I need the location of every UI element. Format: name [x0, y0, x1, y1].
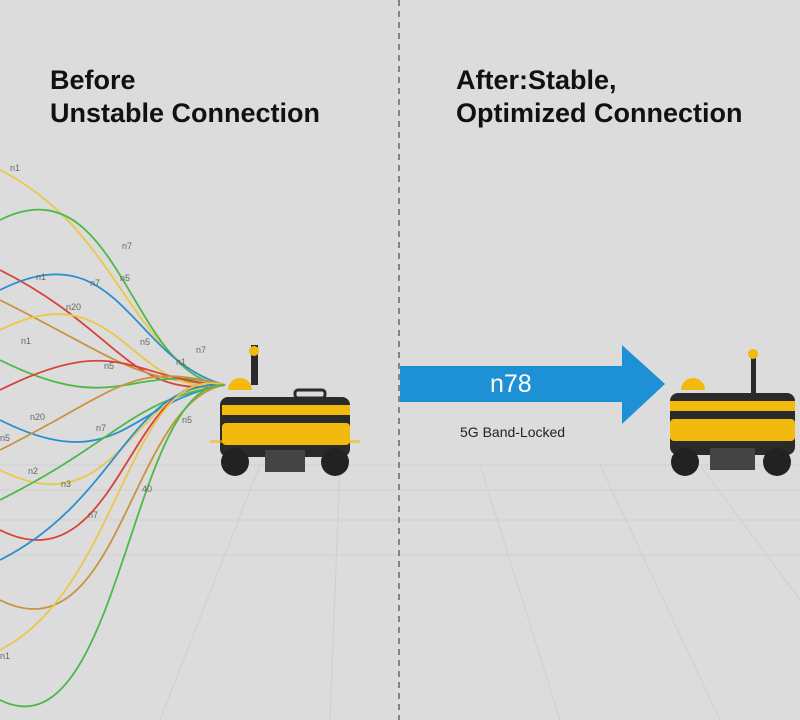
signal-label: n7 — [90, 278, 100, 288]
signal-label: n3 — [61, 479, 71, 489]
signal-label: n7 — [88, 510, 98, 520]
signal-line — [0, 384, 226, 501]
signal-line — [0, 208, 226, 386]
signal-line — [0, 273, 226, 386]
robot-after — [670, 349, 795, 476]
signal-line — [0, 382, 226, 651]
after-title: After:Stable, Optimized Connection — [456, 64, 743, 130]
signal-label: n1 — [36, 272, 46, 282]
signal-label: n1 — [176, 357, 186, 367]
signal-label: n7 — [96, 423, 106, 433]
signal-label: n5 — [140, 337, 150, 347]
signal-lines — [0, 169, 226, 708]
signal-line — [0, 375, 226, 451]
signal-line — [0, 384, 226, 443]
band-caption: 5G Band-Locked — [460, 424, 566, 440]
signal-label: n20 — [30, 412, 45, 422]
signal-label: 40 — [142, 484, 152, 494]
signal-label: n2 — [28, 466, 38, 476]
signal-label: n1 — [0, 651, 10, 661]
signal-line — [0, 382, 226, 541]
after-title-line2: Optimized Connection — [456, 98, 743, 128]
robot-before — [210, 345, 360, 476]
band-label: n78 — [490, 370, 532, 398]
after-title-line1: After:Stable, — [456, 65, 617, 95]
signal-label: n5 — [104, 361, 114, 371]
signal-line — [0, 384, 226, 708]
signal-label: n20 — [66, 302, 81, 312]
signal-line — [0, 359, 226, 391]
signal-label: n5 — [120, 273, 130, 283]
floor-grid — [0, 464, 800, 720]
signal-label: n5 — [182, 415, 192, 425]
signal-label: n7 — [196, 345, 206, 355]
before-title-line2: Unstable Connection — [50, 98, 321, 128]
signal-line — [0, 313, 226, 388]
arrow-right-icon — [400, 345, 665, 424]
signal-label: n7 — [122, 241, 132, 251]
signal-label: n1 — [21, 336, 31, 346]
signal-label: n5 — [0, 433, 10, 443]
before-title-line1: Before — [50, 65, 136, 95]
signal-label: n1 — [10, 163, 20, 173]
signal-labels: n1 n7 n1 n7 n5 n20 n1 n5 n7 n5 n1 n20 n7 n5 n2 n3 40 n7 n1… — [0, 163, 206, 661]
before-title: Before Unstable Connection — [50, 64, 320, 130]
signal-line — [0, 384, 226, 561]
